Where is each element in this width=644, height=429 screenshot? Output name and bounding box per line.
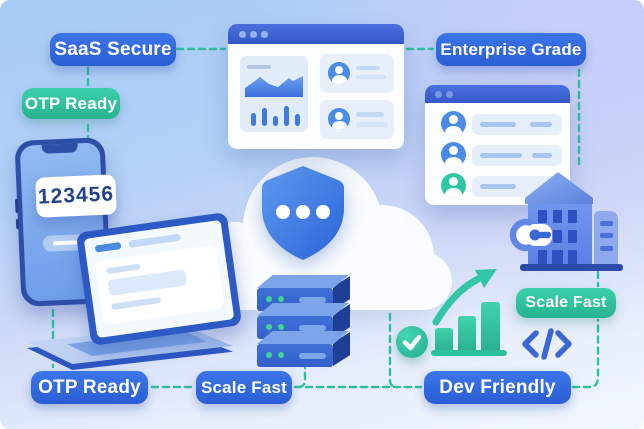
decor-pill bbox=[128, 233, 181, 248]
status-led bbox=[278, 324, 284, 330]
badge-enterprise-grade: Enterprise Grade bbox=[436, 33, 586, 66]
status-led bbox=[278, 352, 284, 358]
user-list-window-icon bbox=[425, 85, 570, 205]
list-row bbox=[472, 114, 562, 135]
avatar bbox=[441, 142, 466, 167]
growth-chart-icon bbox=[430, 300, 508, 358]
window-dot bbox=[261, 31, 268, 38]
server-slot bbox=[299, 325, 326, 331]
dashboard-window-icon bbox=[228, 24, 404, 149]
mini-bar bbox=[295, 114, 300, 126]
badge-otp-ready-top: OTP Ready bbox=[22, 88, 120, 119]
chart-baseline bbox=[431, 350, 507, 356]
decor-block bbox=[107, 269, 188, 297]
growth-bar bbox=[481, 302, 500, 350]
badge-label: SaaS Secure bbox=[54, 38, 172, 60]
decor-line bbox=[356, 112, 384, 117]
mini-bar bbox=[262, 108, 267, 126]
avatar bbox=[441, 173, 466, 198]
code-icon bbox=[522, 328, 572, 360]
server-slot bbox=[299, 353, 326, 359]
window-dot bbox=[250, 31, 257, 38]
laptop-screen bbox=[75, 211, 243, 347]
decor-line bbox=[356, 66, 380, 70]
badge-label: Scale Fast bbox=[525, 294, 607, 311]
decor-line bbox=[105, 263, 141, 275]
trend-arrow-icon bbox=[432, 269, 497, 326]
badge-label: OTP Ready bbox=[24, 93, 118, 113]
decor-line bbox=[532, 153, 552, 158]
key-icon bbox=[509, 218, 552, 252]
growth-bar bbox=[435, 328, 453, 350]
user-list-titlebar bbox=[425, 85, 570, 103]
otp-code-card: 123456 bbox=[35, 174, 117, 218]
mini-bar bbox=[251, 113, 256, 126]
phone-notch bbox=[41, 143, 78, 154]
shield-icon bbox=[262, 166, 344, 260]
phone-side-button bbox=[15, 218, 20, 230]
phone-side-button bbox=[14, 198, 19, 214]
badge-label: OTP Ready bbox=[38, 376, 141, 398]
badge-otp-ready-bottom: OTP Ready bbox=[31, 371, 148, 404]
status-led bbox=[266, 352, 272, 358]
window-dot bbox=[435, 90, 442, 98]
decor-line bbox=[480, 184, 516, 189]
avatar bbox=[441, 111, 466, 136]
decor-pill bbox=[94, 242, 122, 253]
status-led bbox=[278, 296, 284, 302]
profile-card bbox=[320, 54, 394, 93]
chart-panel bbox=[240, 56, 308, 132]
decor-line bbox=[356, 122, 388, 127]
window-dot bbox=[446, 90, 453, 98]
decor-line bbox=[530, 122, 552, 127]
badge-saas-secure: SaaS Secure bbox=[50, 33, 176, 66]
check-circle-icon bbox=[396, 326, 428, 358]
avatar bbox=[328, 62, 350, 84]
badge-scale-fast-bottom: Scale Fast bbox=[196, 371, 292, 404]
decor-line bbox=[480, 153, 522, 158]
form-card bbox=[94, 244, 225, 326]
server-unit bbox=[253, 331, 355, 367]
otp-code: 123456 bbox=[37, 182, 115, 209]
badge-dev-friendly: Dev Friendly bbox=[424, 371, 571, 404]
growth-bar bbox=[458, 316, 476, 350]
status-led bbox=[266, 296, 272, 302]
status-led bbox=[266, 324, 272, 330]
dashboard-titlebar bbox=[228, 24, 404, 44]
mini-bar bbox=[284, 106, 289, 126]
window-dot bbox=[239, 31, 246, 38]
badge-scale-fast-right: Scale Fast bbox=[516, 288, 616, 318]
decor-line bbox=[111, 296, 162, 310]
area-chart-icon bbox=[245, 76, 303, 97]
decor-line bbox=[480, 122, 516, 127]
laptop-display bbox=[83, 219, 235, 339]
server-stack-icon bbox=[253, 275, 355, 369]
server-slot bbox=[299, 297, 326, 303]
badge-label: Dev Friendly bbox=[439, 376, 556, 398]
profile-card bbox=[320, 100, 394, 139]
decor-line bbox=[247, 65, 271, 69]
avatar bbox=[328, 108, 350, 130]
badge-label: Enterprise Grade bbox=[440, 39, 582, 59]
badge-label: Scale Fast bbox=[200, 377, 288, 397]
list-row bbox=[472, 145, 562, 166]
building-icon bbox=[509, 172, 623, 271]
laptop-icon bbox=[25, 211, 243, 370]
decor-line bbox=[356, 75, 386, 79]
mini-bar bbox=[273, 116, 278, 126]
